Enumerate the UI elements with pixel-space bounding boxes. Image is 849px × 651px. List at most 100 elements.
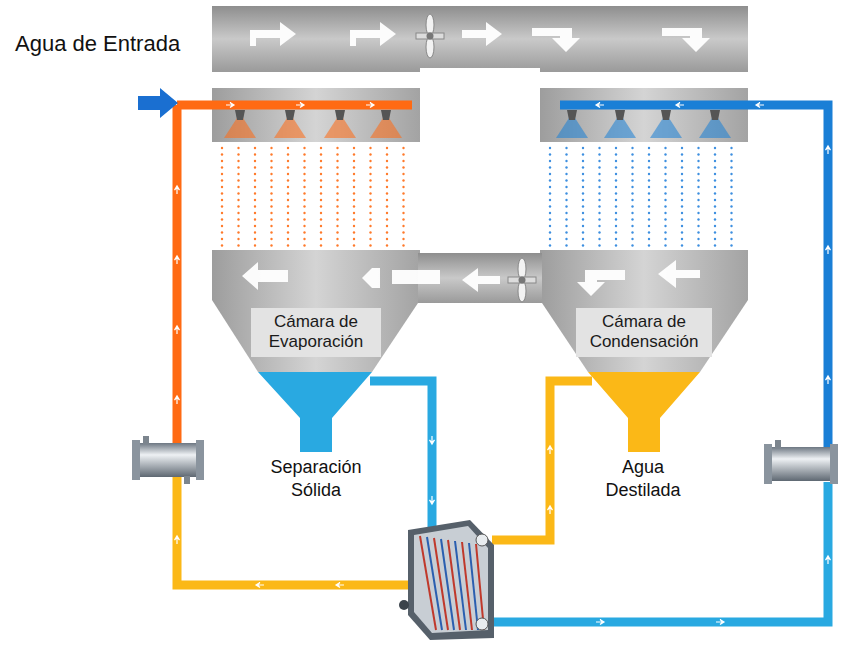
droplet: [237, 173, 239, 175]
droplet: [598, 212, 600, 214]
droplet: [664, 225, 666, 227]
pipe-flow-arrow: [175, 326, 180, 334]
droplet: [549, 218, 551, 220]
droplet: [549, 225, 551, 227]
droplet: [631, 218, 633, 220]
air-flow-arrow: [362, 268, 380, 288]
droplet: [664, 192, 666, 194]
droplet: [615, 147, 617, 149]
pipe-flow-arrow: [430, 436, 435, 444]
droplet: [386, 166, 388, 168]
droplet: [648, 173, 650, 175]
droplet: [664, 199, 666, 201]
air-flow-arrow: [250, 22, 296, 46]
droplet: [648, 238, 650, 240]
droplet: [287, 199, 289, 201]
droplet: [336, 212, 338, 214]
spray-zone: [542, 142, 746, 250]
distilled-funnel: [588, 372, 700, 452]
droplet: [221, 199, 223, 201]
droplet: [369, 166, 371, 168]
droplet: [664, 218, 666, 220]
droplet: [664, 186, 666, 188]
droplet: [353, 192, 355, 194]
droplet: [237, 244, 239, 246]
droplet: [303, 166, 305, 168]
droplet: [221, 179, 223, 181]
droplet: [402, 147, 404, 149]
droplet: [270, 225, 272, 227]
droplet: [353, 166, 355, 168]
droplet: [549, 238, 551, 240]
droplet: [221, 225, 223, 227]
droplet: [648, 186, 650, 188]
droplet: [714, 147, 716, 149]
droplet: [270, 166, 272, 168]
droplet: [303, 212, 305, 214]
droplet: [615, 218, 617, 220]
droplet: [615, 212, 617, 214]
droplet: [697, 244, 699, 246]
pipe-flow-arrow: [548, 446, 553, 454]
droplet: [565, 238, 567, 240]
droplet: [287, 238, 289, 240]
droplet: [730, 238, 732, 240]
droplet: [648, 160, 650, 162]
droplet: [565, 244, 567, 246]
droplet: [631, 166, 633, 168]
droplet: [681, 147, 683, 149]
droplet: [631, 186, 633, 188]
droplet: [648, 244, 650, 246]
droplet: [254, 218, 256, 220]
droplet: [303, 231, 305, 233]
droplet: [353, 199, 355, 201]
droplet: [565, 218, 567, 220]
droplet: [697, 218, 699, 220]
droplet: [254, 205, 256, 207]
droplet: [303, 179, 305, 181]
droplet: [714, 238, 716, 240]
spray-zone: [214, 142, 418, 250]
chamber-label-box: Cámara de Evaporación: [251, 308, 381, 357]
spray-nozzle: [604, 110, 636, 138]
inlet-arrow: [138, 88, 178, 118]
droplet: [270, 199, 272, 201]
droplet: [303, 153, 305, 155]
droplet: [714, 179, 716, 181]
droplet: [237, 166, 239, 168]
droplet: [615, 238, 617, 240]
droplet: [386, 179, 388, 181]
air-flow-arrow: [662, 28, 710, 52]
droplet: [697, 153, 699, 155]
droplet: [221, 166, 223, 168]
droplet: [237, 231, 239, 233]
droplet: [565, 186, 567, 188]
droplet: [270, 205, 272, 207]
air-flow-arrow: [658, 260, 700, 288]
droplet: [631, 231, 633, 233]
droplet: [598, 218, 600, 220]
droplet: [714, 244, 716, 246]
droplet: [565, 192, 567, 194]
droplet: [549, 231, 551, 233]
droplet: [237, 147, 239, 149]
hot-header: [177, 101, 412, 110]
droplet: [353, 212, 355, 214]
droplet: [615, 166, 617, 168]
droplet: [681, 153, 683, 155]
droplet: [631, 238, 633, 240]
exchanger-plate: [441, 539, 454, 630]
droplet: [270, 231, 272, 233]
droplet: [320, 205, 322, 207]
droplet: [254, 231, 256, 233]
droplet: [287, 225, 289, 227]
droplet: [254, 192, 256, 194]
droplet: [287, 179, 289, 181]
droplet: [402, 238, 404, 240]
droplet: [648, 212, 650, 214]
droplet: [549, 192, 551, 194]
droplet: [582, 147, 584, 149]
droplet: [714, 199, 716, 201]
droplet: [631, 160, 633, 162]
hot-pipe: [173, 105, 182, 445]
